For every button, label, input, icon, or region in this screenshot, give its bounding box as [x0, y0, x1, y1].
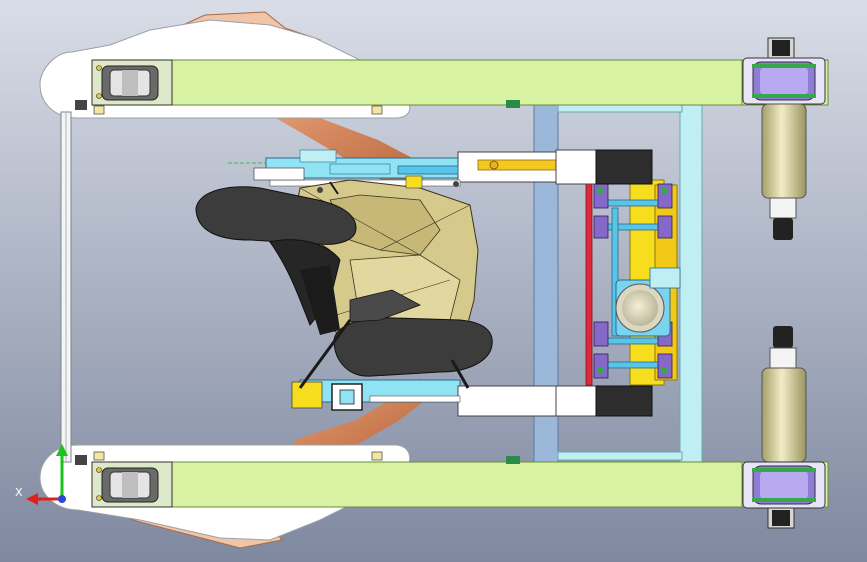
- red-link: [585, 179, 593, 386]
- support-struts: [298, 181, 470, 389]
- idler-wheel-bottom: [91, 461, 173, 508]
- drive-wheel-top: [742, 37, 826, 240]
- triad-x-arrow: [26, 493, 38, 505]
- top-linkage-detail: [253, 149, 459, 193]
- frame-beam-top: [91, 59, 829, 106]
- gripper-arm-left: [195, 186, 357, 335]
- triad-x-label: X: [15, 486, 23, 499]
- left-connecting-rod: [60, 111, 72, 463]
- coordinate-triad: X: [15, 444, 68, 505]
- frame-brackets: [75, 100, 520, 465]
- frame-beam-bottom: [91, 461, 829, 508]
- linear-actuator-bottom: [291, 379, 653, 417]
- idler-wheel-top: [91, 59, 173, 106]
- triad-y-arrow: [56, 444, 68, 456]
- triad-z-axis: [58, 495, 66, 503]
- drive-wheel-bottom: [742, 326, 826, 529]
- drive-motor: [615, 267, 681, 337]
